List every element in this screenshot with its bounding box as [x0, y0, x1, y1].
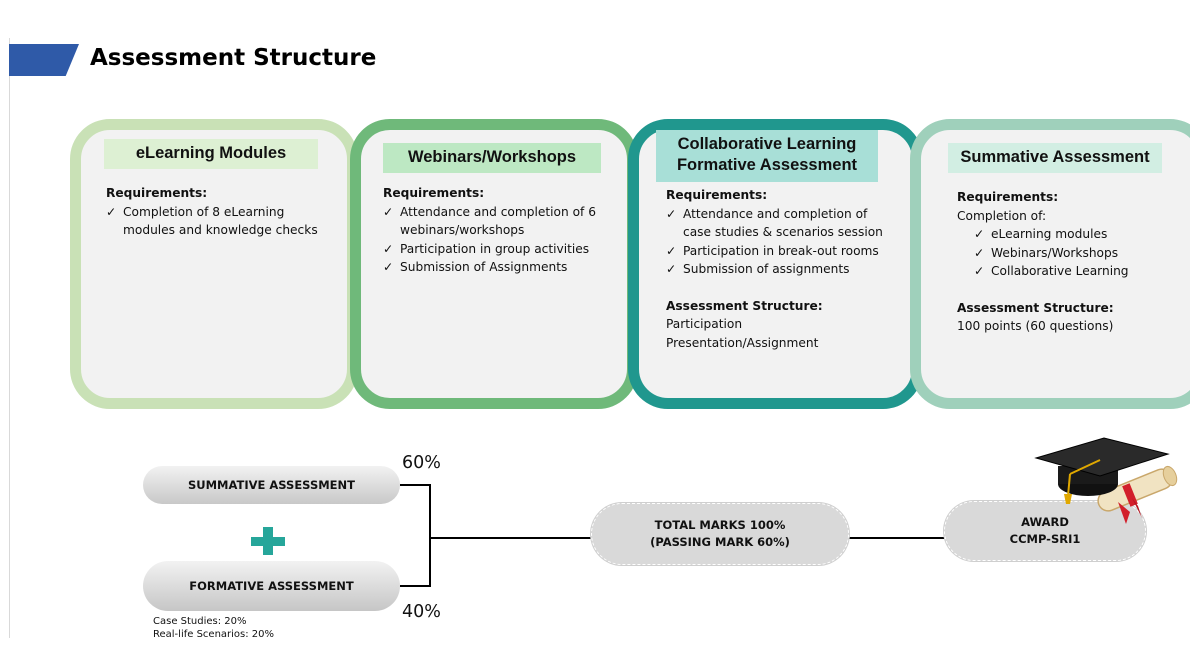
requirements-list: ✓Completion of 8 eLearning modules and k… — [106, 203, 336, 240]
requirements-label: Requirements: — [957, 190, 1059, 204]
list-item: ✓Participation in group activities — [383, 240, 623, 259]
card-header-collaborative: Collaborative Learning Formative Assessm… — [656, 130, 878, 182]
list-item: ✓Submission of Assignments — [383, 258, 623, 277]
graduation-cap-icon — [1034, 437, 1178, 524]
check-icon: ✓ — [974, 264, 985, 278]
requirements-list: ✓Attendance and completion of case studi… — [666, 205, 896, 279]
list-item: ✓Completion of 8 eLearning modules and k… — [106, 204, 318, 238]
summative-percentage: 60% — [402, 453, 441, 473]
list-item: ✓Webinars/Workshops — [974, 244, 1177, 263]
connector-line — [430, 537, 591, 539]
assessment-structure-label: Assessment Structure: — [666, 298, 823, 313]
connector-line — [400, 484, 431, 486]
requirements-label: Requirements: — [106, 186, 208, 200]
plus-icon — [251, 527, 285, 555]
connector-line — [400, 585, 431, 587]
left-divider-line — [9, 38, 10, 638]
total-marks-pill: TOTAL MARKS 100% (PASSING MARK 60%) — [591, 503, 849, 565]
card-body-elearning: Requirements: ✓Completion of 8 eLearning… — [106, 184, 336, 240]
header-line-2: Formative Assessment — [676, 156, 858, 174]
card-header-webinars: Webinars/Workshops — [383, 143, 601, 173]
formative-percentage: 40% — [402, 602, 441, 622]
card-body-summative: Requirements: Completion of: ✓eLearning … — [957, 188, 1177, 336]
title-banner-shape — [9, 44, 79, 76]
diploma-scroll-icon — [1097, 465, 1178, 524]
requirements-list: ✓eLearning modules ✓Webinars/Workshops ✓… — [957, 225, 1177, 281]
card-body-collaborative: Requirements: ✓Attendance and completion… — [666, 186, 896, 352]
structure-text: 100 points (60 questions) — [957, 319, 1114, 333]
summative-assessment-pill: SUMMATIVE ASSESSMENT — [143, 466, 400, 504]
header-line-1: Collaborative Learning — [677, 135, 857, 153]
card-body-webinars: Requirements: ✓Attendance and completion… — [383, 184, 623, 277]
check-icon: ✓ — [383, 204, 394, 219]
card-header-summative: Summative Assessment — [948, 143, 1162, 173]
structure-line: Participation — [666, 317, 743, 331]
requirements-label: Requirements: — [666, 188, 768, 202]
requirements-list: ✓Attendance and completion of 6 webinars… — [383, 203, 623, 277]
card-header-elearning: eLearning Modules — [104, 139, 318, 169]
breakdown-line: Case Studies: 20% — [153, 616, 247, 627]
check-icon: ✓ — [666, 243, 677, 258]
list-item: ✓Collaborative Learning — [974, 262, 1177, 281]
check-icon: ✓ — [974, 227, 985, 241]
check-icon: ✓ — [383, 241, 394, 256]
list-item: ✓Attendance and completion of 6 webinars… — [383, 204, 596, 238]
formative-breakdown: Case Studies: 20% Real-life Scenarios: 2… — [153, 615, 274, 641]
page-title: Assessment Structure — [90, 45, 377, 71]
list-item: ✓Submission of assignments — [666, 260, 896, 279]
formative-assessment-pill: FORMATIVE ASSESSMENT — [143, 561, 400, 611]
check-icon: ✓ — [974, 245, 985, 260]
check-icon: ✓ — [106, 204, 117, 219]
requirements-label: Requirements: — [383, 186, 485, 200]
assessment-structure-label: Assessment Structure: — [957, 300, 1114, 315]
check-icon: ✓ — [666, 206, 677, 221]
award-pill: AWARD CCMP-SRI1 — [944, 501, 1146, 561]
check-icon: ✓ — [666, 262, 677, 276]
check-icon: ✓ — [383, 260, 394, 274]
list-item: ✓eLearning modules — [974, 225, 1177, 244]
list-item: ✓Participation in break-out rooms — [666, 242, 896, 261]
structure-line: Presentation/Assignment — [666, 335, 819, 350]
list-item: ✓Attendance and completion of case studi… — [666, 206, 883, 240]
completion-label: Completion of: — [957, 208, 1047, 223]
connector-line — [849, 537, 944, 539]
connector-line — [429, 484, 431, 587]
breakdown-line: Real-life Scenarios: 20% — [153, 629, 275, 640]
